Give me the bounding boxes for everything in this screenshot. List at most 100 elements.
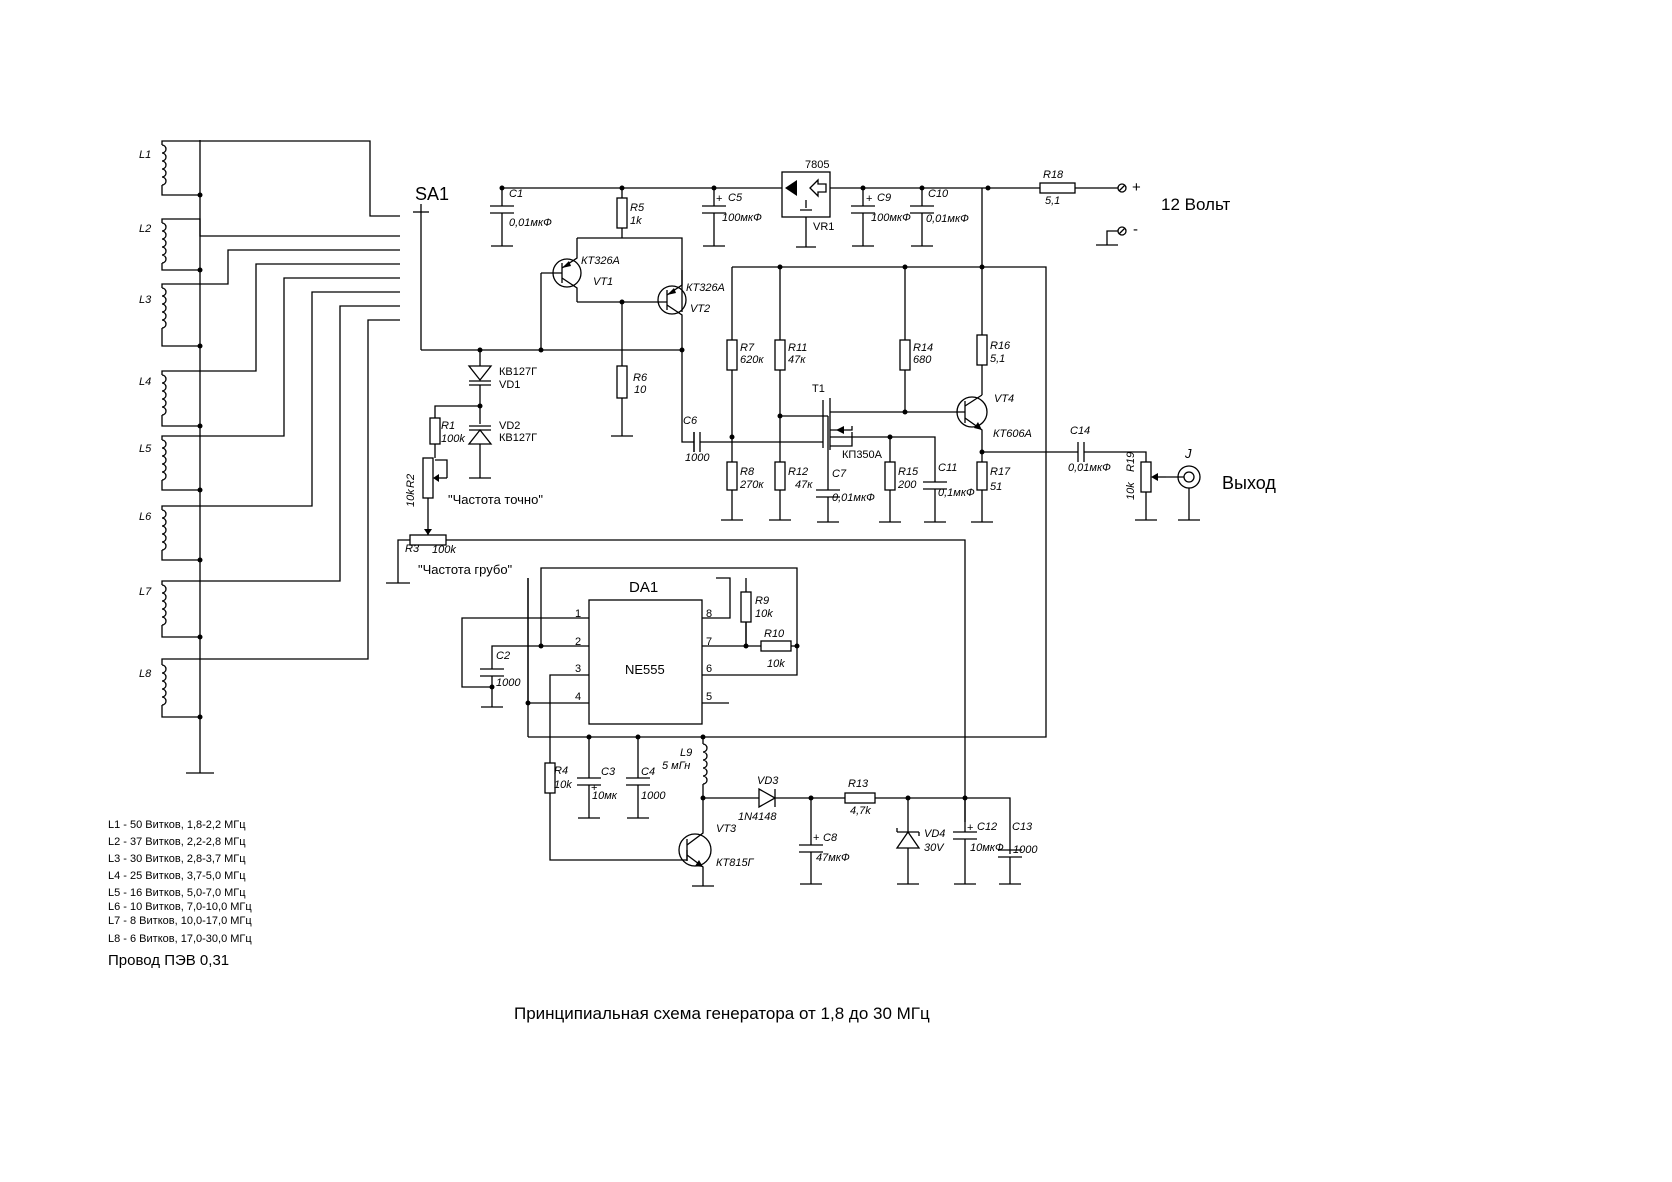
coil-l2: L2: [139, 218, 400, 271]
coil-l4: L4: [139, 263, 400, 427]
capacitor-c2-name: C2: [496, 650, 510, 662]
transistor-vt3-name: VT3: [716, 823, 737, 835]
resistor-r9-value: 10k: [755, 608, 773, 620]
coil-l6-label: L6: [139, 511, 152, 523]
coil-note-l8: L8 - 6 Витков, 17,0-30,0 МГц: [108, 933, 252, 945]
varicap-vd2-name: VD2: [499, 420, 520, 432]
ic-da1-type: NE555: [625, 662, 665, 677]
resistor-r14-value: 680: [913, 354, 932, 366]
resistor-r12-name: R12: [788, 466, 808, 478]
capacitor-c12-name: C12: [977, 821, 997, 833]
coil-note-l7: L7 - 8 Витков, 10,0-17,0 МГц: [108, 915, 252, 927]
coil-notes: L1 - 50 Витков, 1,8-2,2 МГц L2 - 37 Витк…: [108, 819, 252, 969]
coil-l4-label: L4: [139, 376, 151, 388]
transistor-vt3-type: КТ815Г: [716, 857, 755, 869]
capacitor-c1-value: 0,01мкФ: [509, 217, 552, 229]
resistor-r12-value: 47к: [795, 479, 813, 491]
potentiometer-r19-name: R19: [1125, 452, 1137, 472]
capacitor-c3-value: 10мк: [592, 790, 618, 802]
inductor-l9: L9 5 мГн: [662, 737, 708, 828]
power-rail: [499, 185, 1118, 191]
svg-text:+: +: [716, 193, 722, 205]
resistor-r6: R6 10: [611, 299, 648, 437]
coil-l7-label: L7: [139, 586, 152, 598]
coil-note-l1: L1 - 50 Витков, 1,8-2,2 МГц: [108, 819, 246, 831]
coil-bank: L1 L2 L3 L4 L5: [139, 140, 400, 774]
capacitor-c7-value: 0,01мкФ: [832, 492, 875, 504]
mosfet-t1: T1 КП350А: [812, 383, 905, 461]
resistor-r10-value: 10k: [767, 658, 785, 670]
resistor-r15-value: 200: [897, 479, 917, 491]
resistor-r1-value: 100k: [441, 433, 465, 445]
potentiometer-r2-value: 10k: [405, 489, 417, 507]
junction-dots: [197, 192, 203, 720]
switch-sa1-label: SA1: [415, 184, 449, 204]
regulator-vr1-name: VR1: [813, 221, 834, 233]
wire-note: Провод ПЭВ 0,31: [108, 952, 229, 969]
resistor-r9-name: R9: [755, 595, 769, 607]
capacitor-c8-value: 47мкФ: [816, 852, 850, 864]
transistor-vt2-name: VT2: [690, 303, 710, 315]
resistor-r16-value: 5,1: [990, 353, 1005, 365]
zener-vd4-value: 30V: [924, 842, 945, 854]
coil-l8: L8: [139, 319, 400, 718]
capacitor-c4-value: 1000: [641, 790, 666, 802]
output-connector-j: J Выход: [1166, 446, 1276, 521]
ic-pin-1: 1: [575, 608, 581, 620]
coil-l1-label: L1: [139, 149, 151, 161]
diagram-title: Принципиальная схема генератора от 1,8 д…: [514, 1004, 930, 1023]
coil-l1: L1: [139, 140, 400, 217]
capacitor-c13-name: C13: [1012, 821, 1033, 833]
resistor-r8-value: 270к: [739, 479, 764, 491]
resistor-r18-value: 5,1: [1045, 195, 1060, 207]
capacitor-c9: + C9 100мкФ: [851, 188, 911, 247]
capacitor-c13: C13 1000: [998, 821, 1038, 885]
capacitor-c6: C6 1000: [683, 415, 823, 464]
varicap-vd2-type: КВ127Г: [499, 432, 537, 444]
capacitor-c5-name: C5: [728, 192, 743, 204]
resistor-r4: R4 10k: [544, 758, 675, 861]
capacitor-c8-name: C8: [823, 832, 838, 844]
resistor-r18-name: R18: [1043, 169, 1064, 181]
varicap-vd2: VD2 КВ127Г: [467, 420, 537, 479]
coil-l6: L6: [139, 291, 400, 561]
ic-da1: DA1 NE555 1 2 3 4 8 7 6 5: [575, 579, 712, 725]
capacitor-c14-value: 0,01мкФ: [1068, 462, 1111, 474]
capacitor-c6-name: C6: [683, 415, 698, 427]
potentiometer-r3: R3 100k "Частота грубо": [386, 529, 966, 822]
resistor-r7-name: R7: [740, 342, 755, 354]
transistor-vt4: VT4 КТ606А: [905, 393, 1032, 455]
capacitor-c8: + C8 47мкФ: [799, 798, 850, 885]
coil-l8-label: L8: [139, 668, 152, 680]
coil-l2-label: L2: [139, 223, 151, 235]
capacitor-c1: C1 0,01мкФ: [490, 188, 552, 247]
resistor-r5-value: 1k: [630, 215, 642, 227]
regulator-vr1: 7805 VR1: [781, 159, 834, 248]
capacitor-c3: + C3 10мк: [577, 737, 618, 819]
coarse-tune-label: "Частота грубо": [418, 562, 513, 577]
coil-note-l5: L5 - 16 Витков, 5,0-7,0 МГц: [108, 887, 246, 899]
transistor-vt1: КТ326А VT1: [540, 237, 683, 350]
ic-pin-8: 8: [706, 608, 712, 620]
coil-note-l3: L3 - 30 Витков, 2,8-3,7 МГц: [108, 853, 246, 865]
diode-vd3-type: 1N4148: [738, 811, 777, 823]
resistor-r11-value: 47к: [788, 354, 806, 366]
coil-l3: L3: [139, 249, 400, 347]
transistor-vt3: VT3 КТ815Г: [675, 823, 755, 887]
power-input: + - 12 Вольт: [1096, 179, 1231, 246]
coil-l5-label: L5: [139, 443, 152, 455]
capacitor-c2-value: 1000: [496, 677, 521, 689]
resistor-r15-name: R15: [898, 466, 919, 478]
capacitor-c7: C7 0,01мкФ: [780, 415, 875, 523]
resistor-r6-value: 10: [634, 384, 647, 396]
resistor-r18: R18 5,1: [1039, 169, 1076, 207]
capacitor-c2: C2 1000: [480, 645, 541, 708]
varicap-vd1: КВ127Г VD1: [467, 350, 537, 424]
svg-text:+: +: [813, 832, 819, 844]
coil-l7: L7: [139, 305, 400, 638]
resistor-r16-name: R16: [990, 340, 1011, 352]
svg-text:+: +: [967, 822, 973, 834]
ic-da1-name: DA1: [629, 579, 658, 596]
tank-line: [421, 347, 694, 443]
